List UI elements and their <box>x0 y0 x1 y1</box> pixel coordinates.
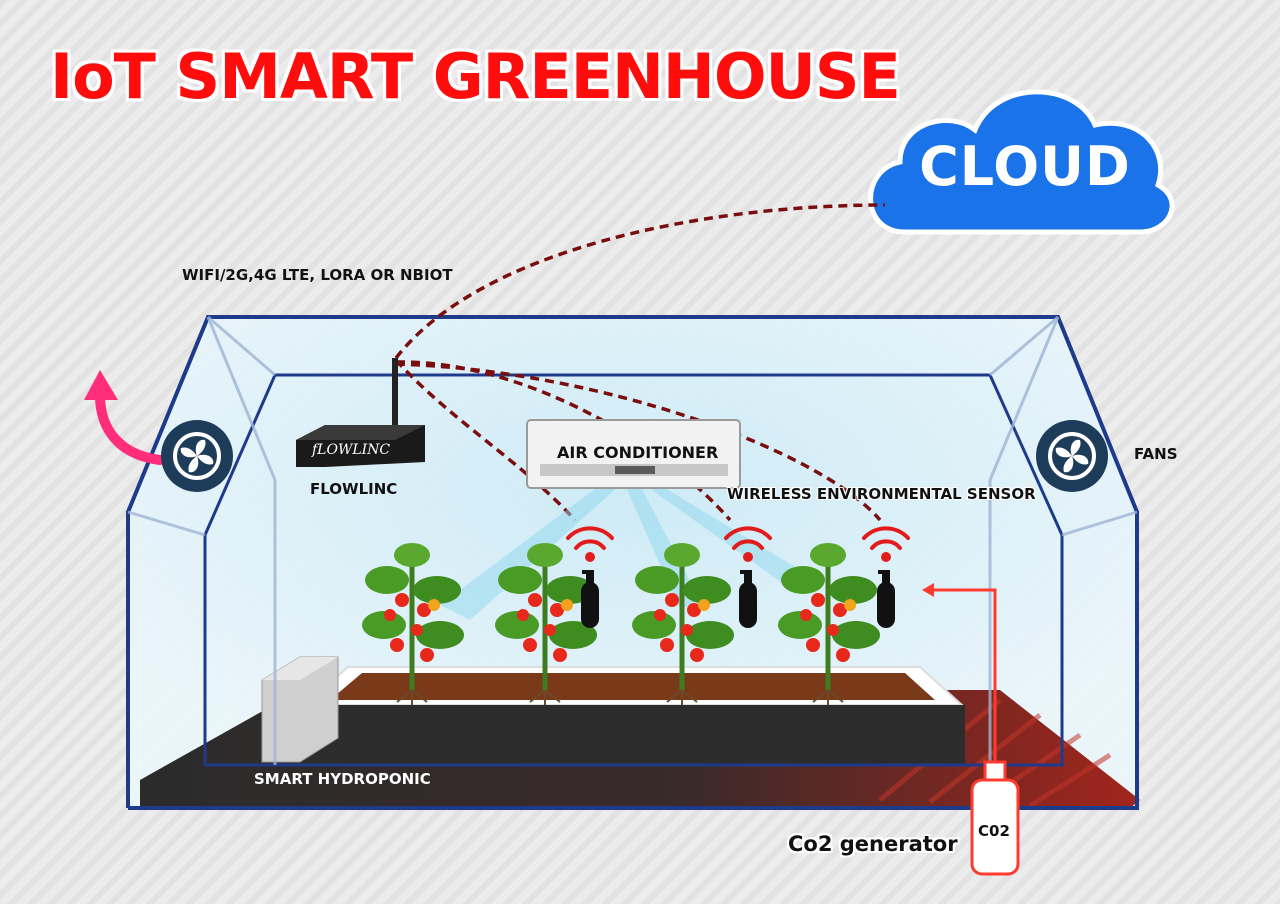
tomato-plant-icon <box>778 543 880 705</box>
hydroponic-soil <box>330 673 935 700</box>
fans-label: FANS <box>1134 445 1178 463</box>
tomato-plant-icon <box>362 543 464 705</box>
greenhouse-struts <box>127 315 1138 765</box>
co2-generator-label: Co2 generator <box>788 832 958 856</box>
router-icon <box>296 358 425 467</box>
co2-supply-line <box>932 588 997 770</box>
air-conditioner-label: AIR CONDITIONER <box>557 443 719 462</box>
co2-generator-bottle <box>970 760 1020 876</box>
co2-cylinder-icon <box>581 570 599 628</box>
wifi-icon <box>862 526 910 562</box>
fan-icon <box>161 420 233 492</box>
hydroponic-bed-front <box>300 705 965 765</box>
tomato-plant-icon <box>632 543 734 705</box>
hydroponic-label: SMART HYDROPONIC <box>254 770 431 788</box>
exhaust-arrow-icon <box>84 370 165 465</box>
cloud-icon <box>868 89 1175 235</box>
cloud-label: CLOUD <box>919 135 1131 198</box>
wifi-icon <box>724 526 772 562</box>
fan-icon <box>1036 420 1108 492</box>
air-conditioner-icon <box>526 419 741 489</box>
page-title: IoT SMART GREENHOUSE <box>50 40 901 113</box>
gateway-label: FLOWLINC <box>310 480 398 498</box>
co2-bottle-label: C02 <box>978 822 1010 840</box>
network-label: WIFI/2G,4G LTE, LORA OR NBIOT <box>182 266 453 284</box>
co2-cylinder-icon <box>877 570 895 628</box>
sensor-label: WIRELESS ENVIRONMENTAL SENSOR <box>727 485 1036 503</box>
co2-cylinder-icon <box>739 570 757 628</box>
router-device-text: fLOWLINC <box>312 442 391 458</box>
wifi-icon <box>566 526 614 562</box>
